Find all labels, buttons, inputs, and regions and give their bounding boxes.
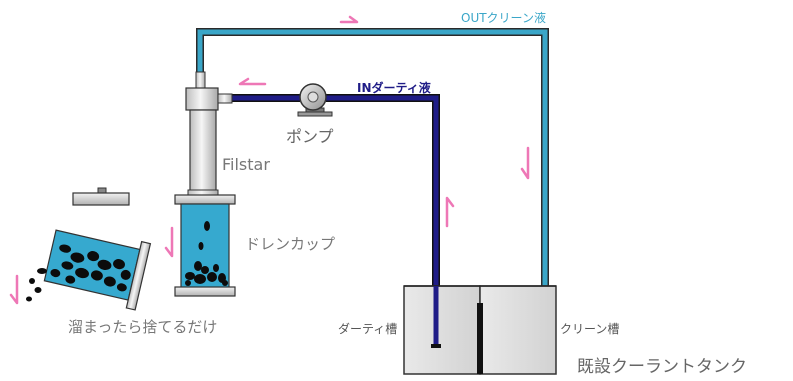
arrow-down-icon <box>164 226 174 258</box>
dirty-tank-compartment <box>403 285 481 375</box>
tank-divider <box>477 303 483 374</box>
clean-tank-label: クリーン槽 <box>560 322 619 336</box>
arrow-up-icon <box>445 196 455 228</box>
existing-coolant-tank <box>403 285 557 375</box>
drain-cup-bottom <box>174 286 236 297</box>
removed-lid <box>72 187 130 206</box>
clean-tank-compartment <box>479 285 557 375</box>
in-dirty-pipe <box>232 94 440 346</box>
existing-tank-label: 既設クーラントタンク <box>577 357 747 377</box>
filstar-label: Filstar <box>222 155 270 174</box>
out-clean-pipe <box>196 28 549 286</box>
drain-cup-top <box>174 194 236 205</box>
filstar-filter <box>185 71 233 196</box>
arrow-down-icon <box>9 274 19 305</box>
out-clean-label: OUTクリーン液 <box>461 10 546 25</box>
arrow-left-icon <box>238 77 267 86</box>
arrow-down-icon <box>520 146 530 180</box>
filter-body <box>189 109 217 193</box>
discard-label: 溜まったら捨てるだけ <box>68 318 217 336</box>
drain-cup-label: ドレンカップ <box>245 235 335 253</box>
pump <box>297 83 333 117</box>
flow-arrows <box>9 15 530 305</box>
pump-label: ポンプ <box>286 127 334 146</box>
arrow-right-icon <box>339 15 359 24</box>
in-dirty-label: INダーティ液 <box>357 80 431 95</box>
filter-head <box>185 87 219 111</box>
dirty-tank-label: ダーティ槽 <box>338 321 397 336</box>
falling-sludge <box>26 268 47 302</box>
sludge-particles <box>185 221 228 286</box>
drain-cup <box>174 194 236 297</box>
tilted-drain-cup <box>43 229 152 311</box>
